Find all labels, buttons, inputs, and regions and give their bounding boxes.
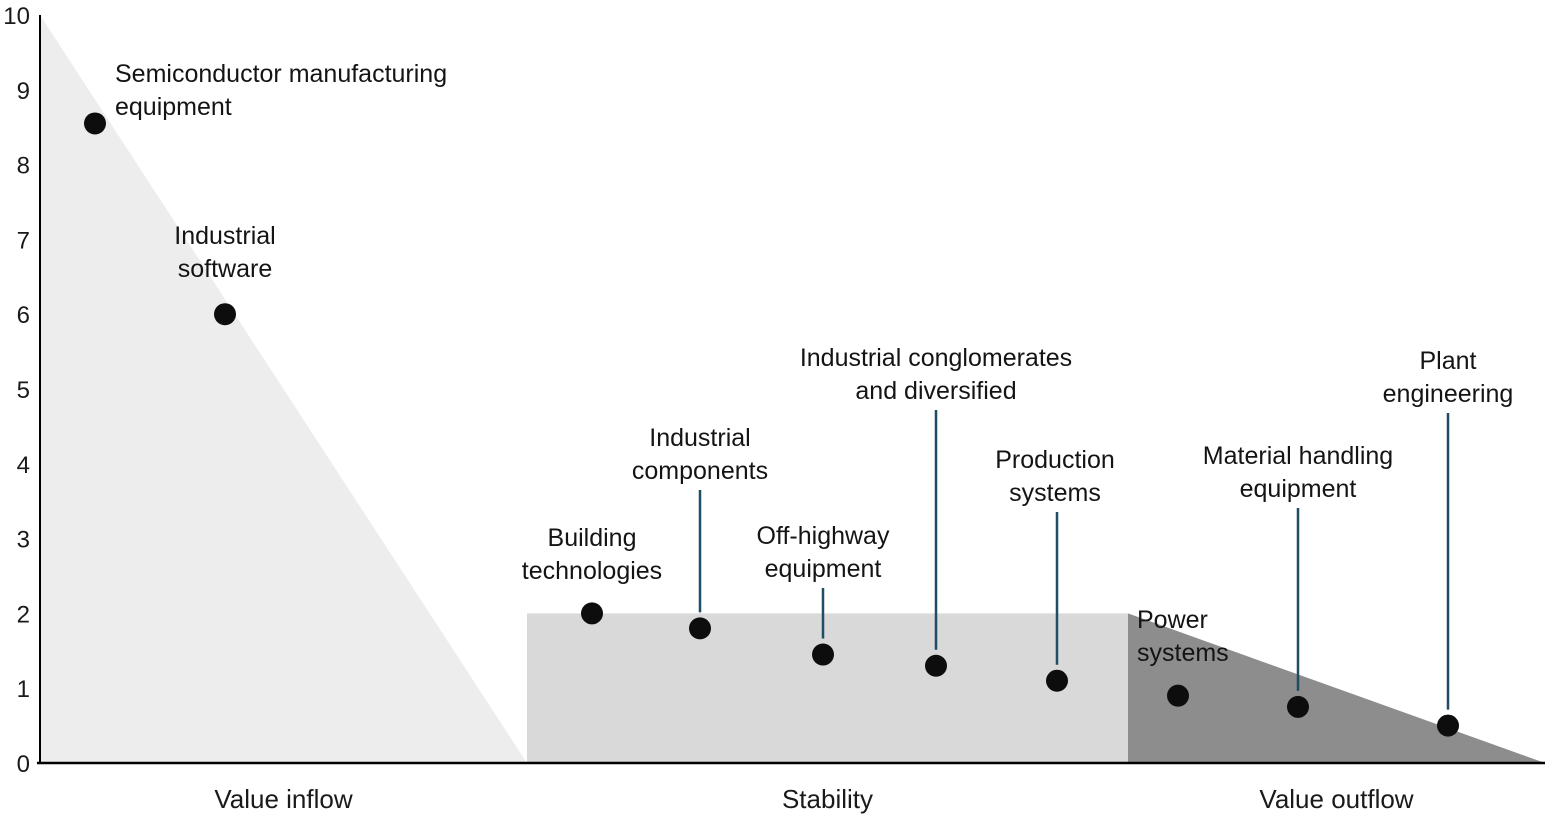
data-point-power-systems <box>1167 684 1189 707</box>
data-point-material-handling-equipment <box>1287 695 1309 718</box>
data-point-industrial-components <box>689 617 711 640</box>
y-tick-label-5: 5 <box>17 377 30 404</box>
y-tick-label-6: 6 <box>17 302 30 329</box>
data-point-building-technologies <box>581 602 603 625</box>
data-point-industrial-software <box>214 303 236 326</box>
y-tick-label-1: 1 <box>17 676 30 703</box>
data-point-off-highway-equipment <box>812 643 834 666</box>
zone-value-inflow <box>40 15 527 763</box>
y-tick-label-2: 2 <box>17 601 30 628</box>
y-tick-label-10: 10 <box>3 3 30 30</box>
zone-value-outflow <box>1128 613 1545 763</box>
y-tick-label-7: 7 <box>17 227 30 254</box>
data-point-industrial-conglomerates-and-diversified <box>925 654 947 677</box>
data-point-production-systems <box>1046 669 1068 692</box>
y-tick-label-4: 4 <box>17 452 30 479</box>
y-tick-label-3: 3 <box>17 527 30 554</box>
y-tick-label-8: 8 <box>17 153 30 180</box>
zone-stability <box>527 613 1128 763</box>
zone-label-value-outflow: Value outflow <box>1259 784 1413 814</box>
zone-label-stability: Stability <box>782 784 873 814</box>
y-tick-label-0: 0 <box>17 751 30 778</box>
zone-label-value-inflow: Value inflow <box>214 784 352 814</box>
data-point-semiconductor-manufacturing-equipment <box>84 112 106 135</box>
data-point-plant-engineering <box>1437 714 1459 737</box>
y-tick-label-9: 9 <box>17 78 30 105</box>
